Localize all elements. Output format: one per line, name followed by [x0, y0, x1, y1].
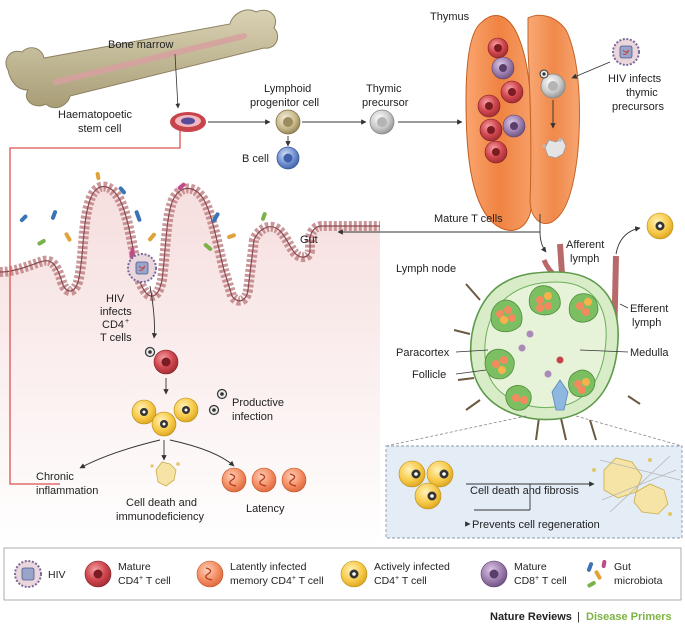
hiv-thymic-label-line1: HIV infects: [608, 73, 662, 85]
footer-section: Disease Primers: [586, 611, 672, 623]
legend-mature-cd4-line1: Mature: [118, 561, 151, 573]
cell-death-label-line2: immunodeficiency: [116, 511, 205, 523]
latent-cells-gut: [221, 467, 307, 493]
hiv-cd4-label-line1: HIV: [106, 293, 125, 305]
legend-mature-cd4-line2: CD4+ T cell: [118, 575, 171, 587]
thymus-cell-cluster: [477, 37, 526, 164]
infected-thymic-precursor: [539, 69, 566, 99]
hiv-cd4-label-line3: CD4: [102, 319, 124, 331]
efferent-lymph-label-line1: Efferent: [630, 303, 668, 315]
bone-marrow-label: Bone marrow: [108, 39, 173, 51]
legend-microbiota-line1: Gut: [614, 561, 631, 573]
fibrosis-debris: [592, 455, 681, 516]
hsc-label-line1: Haematopoetic: [58, 109, 132, 121]
hiv-thymic-label-line2: thymic: [626, 87, 658, 99]
footer-credit: Nature Reviews | Disease Primers: [490, 611, 672, 623]
lymph-node-cells: [492, 292, 592, 404]
chronic-inflammation-label-line1: Chronic: [36, 471, 74, 483]
fibrosis-label: Cell death and fibrosis: [470, 485, 579, 497]
lymphoid-label-line1: Lymphoid: [264, 83, 311, 95]
lymphoid-label-line2: progenitor cell: [250, 97, 319, 109]
legend-microbiota-icon: [586, 560, 607, 588]
legend-active-icon: [340, 560, 368, 588]
legend-latent-line2: memory CD4+ T cell: [230, 575, 324, 587]
dying-thymic-precursor: [542, 137, 567, 159]
footer-brand: Nature Reviews: [490, 611, 572, 623]
footer-separator: |: [577, 611, 580, 623]
legend-cd8-line1: Mature: [514, 561, 547, 573]
legend-active-line1: Actively infected: [374, 561, 450, 573]
lymphoid-progenitor-cell: [275, 109, 301, 135]
gut-label: Gut: [300, 234, 318, 246]
legend-cd8-line2: CD8+ T cell: [514, 575, 567, 587]
efferent-lymph-label-line2: lymph: [632, 317, 661, 329]
haematopoetic-stem-cell: [170, 112, 206, 132]
hsc-label-line2: stem cell: [78, 123, 121, 135]
hiv-cd4-label-plus: +: [125, 318, 129, 325]
mature-t-cells-label: Mature T cells: [434, 213, 503, 225]
legend-mature-cd4-icon: [84, 560, 112, 588]
legend-latent-icon: [196, 560, 224, 588]
legend-hiv-icon: [14, 560, 42, 588]
b-cell-label: B cell: [242, 153, 269, 165]
productive-infection-label-line1: Productive: [232, 397, 284, 409]
gut-microbiota-cluster: [19, 172, 267, 258]
productive-infection-label-line2: infection: [232, 411, 273, 423]
legend-hiv-label: HIV: [48, 569, 66, 581]
legend-microbiota-line2: microbiota: [614, 575, 663, 587]
lymph-node-label: Lymph node: [396, 263, 456, 275]
fibrosis-panel: Cell death and fibrosis Prevents cell re…: [385, 445, 683, 539]
afferent-lymph-label-line1: Afferent: [566, 239, 604, 251]
exiting-active-cell: [646, 212, 674, 240]
cell-death-label-line1: Cell death and: [126, 497, 197, 509]
legend: HIV Mature CD4+ T cell Latently infected…: [3, 547, 682, 601]
bone-marrow-bone: [5, 9, 279, 109]
chronic-inflammation-label-line2: inflammation: [36, 485, 98, 497]
hiv-cd4-label-line4: T cells: [100, 332, 132, 344]
actively-infected-cluster: [131, 397, 199, 437]
thymus-label: Thymus: [430, 11, 470, 23]
lymph-node: [453, 243, 641, 441]
prevents-regeneration-label: Prevents cell regeneration: [472, 519, 600, 531]
latency-label: Latency: [246, 503, 285, 515]
thymus-organ: [465, 14, 580, 231]
paracortex-label: Paracortex: [396, 347, 450, 359]
thymic-precursor-cell: [369, 109, 395, 135]
afferent-lymph-label-line2: lymph: [570, 253, 599, 265]
medulla-label: Medulla: [630, 347, 669, 359]
gut-tissue: Gut: [0, 172, 380, 546]
legend-cd8-icon: [480, 560, 508, 588]
hiv-virion-thymus: [612, 38, 640, 66]
released-virions: [208, 388, 228, 416]
b-cell: [276, 146, 300, 170]
mature-cd4-cell-gut: [153, 349, 179, 375]
thymic-precursor-label-line2: precursor: [362, 97, 409, 109]
thymic-precursor-label-line1: Thymic: [366, 83, 402, 95]
hiv-cd4-label-line2: infects: [100, 306, 132, 318]
hiv-virion-gut: [127, 253, 157, 283]
dying-cell-gut: [150, 461, 180, 487]
hiv-thymic-label-line3: precursors: [612, 101, 664, 113]
infecting-virion-gut: [144, 346, 156, 358]
legend-active-line2: CD4+ T cell: [374, 575, 427, 587]
legend-latent-line1: Latently infected: [230, 561, 307, 573]
follicle-label: Follicle: [412, 369, 446, 381]
